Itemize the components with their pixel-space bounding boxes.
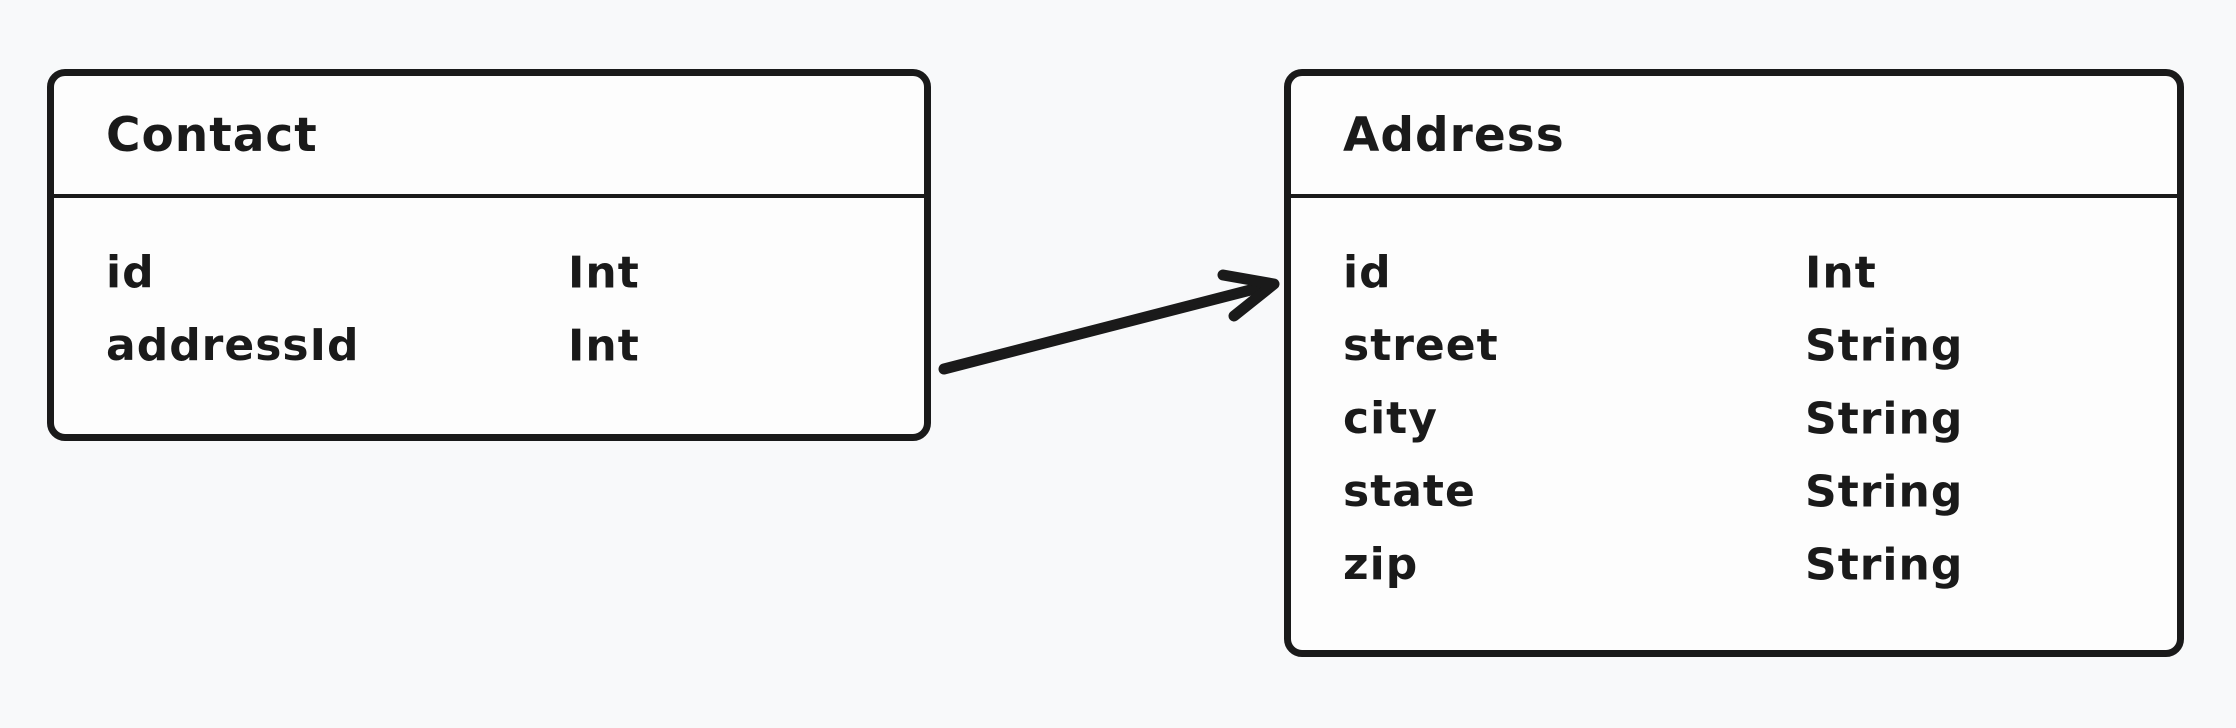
field-name: zip xyxy=(1343,539,1419,590)
field-name: street xyxy=(1343,320,1499,371)
field-row: street String xyxy=(1343,309,2177,382)
arrow-head xyxy=(1217,269,1280,322)
field-type: String xyxy=(1805,393,1964,444)
entity-contact-header: Contact xyxy=(54,76,924,198)
field-row: city String xyxy=(1343,382,2177,455)
field-type: String xyxy=(1805,466,1964,517)
field-row: state String xyxy=(1343,455,2177,528)
entity-address[interactable]: Address id Int street String city String… xyxy=(1284,69,2184,657)
entity-address-fields: id Int street String city String state S… xyxy=(1291,198,2177,601)
field-name: id xyxy=(106,247,155,298)
field-type: Int xyxy=(1805,247,1877,298)
field-type: Int xyxy=(568,247,640,298)
field-type: String xyxy=(1805,539,1964,590)
field-row: id Int xyxy=(106,236,924,309)
entity-contact[interactable]: Contact id Int addressId Int xyxy=(47,69,931,441)
field-row: id Int xyxy=(1343,236,2177,309)
arrow-shaft xyxy=(938,280,1272,375)
field-name: addressId xyxy=(106,320,360,371)
field-type: String xyxy=(1805,320,1964,371)
entity-address-title: Address xyxy=(1343,107,1565,163)
field-row: addressId Int xyxy=(106,309,924,382)
field-name: city xyxy=(1343,393,1438,444)
field-type: Int xyxy=(568,320,640,371)
field-name: state xyxy=(1343,466,1476,517)
entity-contact-fields: id Int addressId Int xyxy=(54,198,924,382)
entity-contact-title: Contact xyxy=(106,107,318,163)
field-name: id xyxy=(1343,247,1392,298)
entity-address-header: Address xyxy=(1291,76,2177,198)
field-row: zip String xyxy=(1343,528,2177,601)
